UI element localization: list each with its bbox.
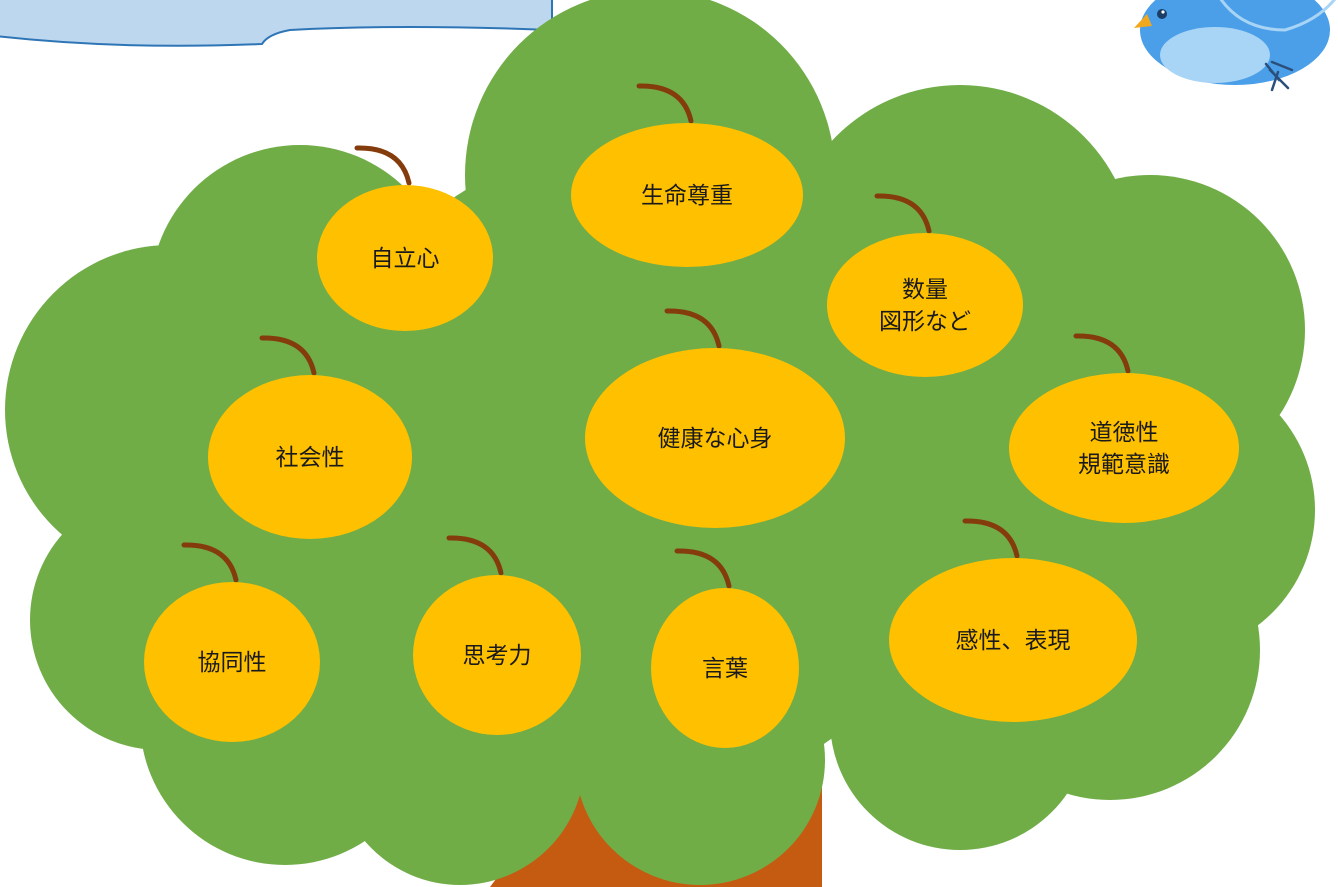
fruit-label: 生命尊重 bbox=[641, 183, 733, 209]
fruit-body bbox=[571, 123, 803, 267]
fruit-label: 言葉 bbox=[702, 656, 748, 682]
bird-beak bbox=[1134, 14, 1152, 28]
fruit-label: 道徳性 bbox=[1090, 420, 1159, 446]
bird-illustration bbox=[1134, 0, 1336, 92]
fruit-label: 協同性 bbox=[198, 650, 267, 676]
fruit-thinking: 思考力 bbox=[413, 535, 581, 735]
fruit-body bbox=[889, 558, 1137, 722]
fruit-body bbox=[317, 185, 493, 331]
bird-wing bbox=[1219, 0, 1336, 32]
fruit-stem bbox=[874, 193, 932, 234]
fruit-body bbox=[827, 233, 1023, 377]
fruit-words: 言葉 bbox=[651, 548, 799, 748]
fruit-label: 規範意識 bbox=[1078, 452, 1170, 478]
fruit-label: 健康な心身 bbox=[658, 426, 773, 452]
fruit-stem bbox=[259, 335, 317, 376]
fruit-stem bbox=[446, 535, 504, 576]
fruit-stem bbox=[354, 145, 412, 186]
bird-foot bbox=[1264, 60, 1294, 92]
fruit-stem bbox=[674, 548, 732, 589]
fruit-stem bbox=[962, 518, 1020, 559]
fruit-stem bbox=[181, 542, 239, 583]
bird-belly bbox=[1160, 27, 1270, 83]
fruit-social: 社会性 bbox=[208, 335, 412, 539]
fruit-body bbox=[585, 348, 845, 528]
fruit-stem bbox=[1073, 333, 1131, 374]
fruit-label: 思考力 bbox=[463, 643, 532, 669]
fruit-independence: 自立心 bbox=[317, 145, 493, 331]
fruit-label: 図形など bbox=[879, 309, 971, 335]
fruit-health: 健康な心身 bbox=[585, 308, 845, 528]
fruit-body bbox=[413, 575, 581, 735]
fruit-stem bbox=[664, 308, 722, 349]
fruit-body bbox=[651, 588, 799, 748]
fruit-body bbox=[1009, 373, 1239, 523]
fruit-group: 生命尊重自立心数量図形など社会性健康な心身道徳性規範意識協同性思考力言葉感性、表… bbox=[144, 83, 1239, 748]
fruit-stem bbox=[636, 83, 694, 124]
fruit-label: 数量 bbox=[902, 277, 948, 303]
fruit-expression: 感性、表現 bbox=[889, 518, 1137, 722]
bird-eye bbox=[1157, 9, 1167, 19]
fruit-cooperation: 協同性 bbox=[144, 542, 320, 742]
fruit-body bbox=[144, 582, 320, 742]
speech-banner bbox=[0, 0, 553, 47]
fruit-label: 自立心 bbox=[371, 246, 440, 272]
fruit-life: 生命尊重 bbox=[571, 83, 803, 267]
fruit-body bbox=[208, 375, 412, 539]
fruit-label: 感性、表現 bbox=[956, 628, 1071, 654]
fruit-label: 社会性 bbox=[276, 445, 345, 471]
